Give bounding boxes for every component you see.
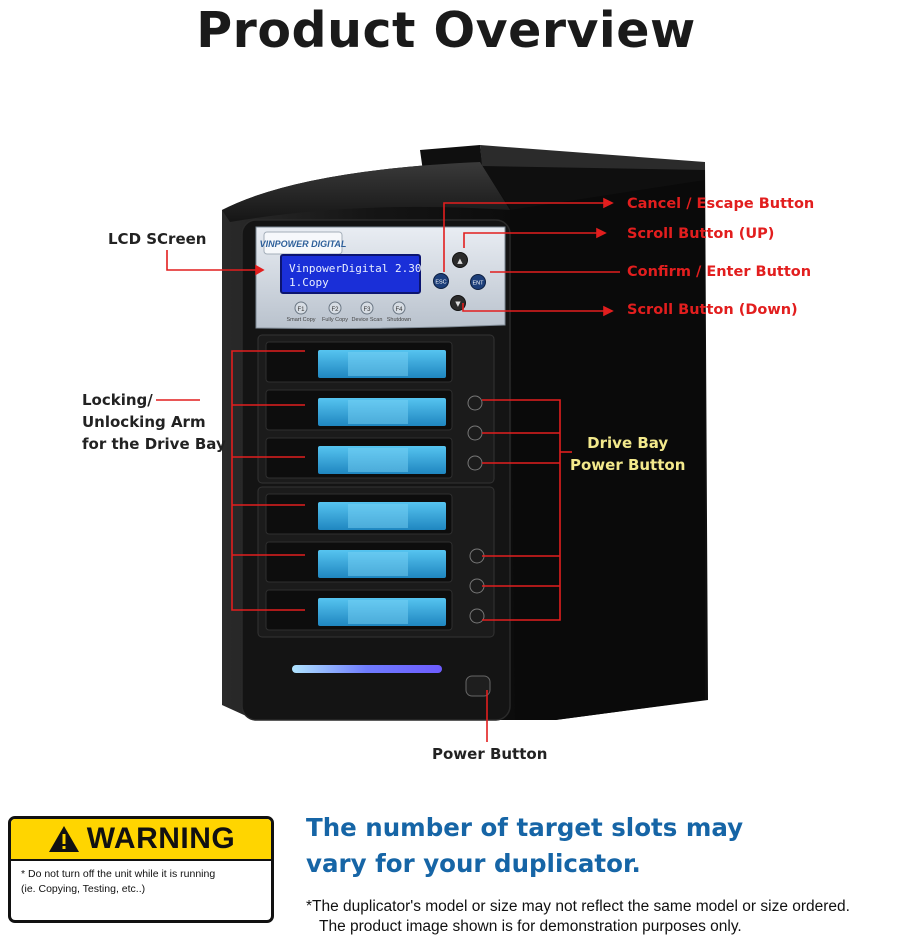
target-slots-line-1: The number of target slots may <box>306 813 744 842</box>
drive-bay-3 <box>265 437 483 479</box>
warning-line-1: * Do not turn off the unit while it is r… <box>21 868 216 880</box>
function-key-f1-id: F1 <box>297 307 305 313</box>
power-button-label: Power Button <box>432 745 548 763</box>
target-slots-note: The number of target slots may vary for … <box>306 810 746 882</box>
function-key-f2 <box>328 301 342 315</box>
scroll-up-button <box>452 252 468 268</box>
enter-button-label: ENT <box>473 281 485 287</box>
drive-bay-5 <box>265 541 485 583</box>
locking-arm-label-line-1: Locking/ <box>82 391 153 409</box>
lcd-line-2: 1.Copy <box>289 276 329 289</box>
scroll-up-icon: ▲ <box>457 257 463 265</box>
function-key-f1 <box>294 301 308 315</box>
main-power-button <box>465 675 491 697</box>
brand-logo-text: VINPOWER DIGITAL <box>260 239 347 249</box>
function-key-f4 <box>392 301 406 315</box>
esc-button-label: ESC <box>435 280 446 286</box>
locking-arm-label-line-3: for the Drive Bay <box>82 435 226 453</box>
drive-bay-5-power-button <box>469 578 485 594</box>
scroll-up-label: Scroll Button (UP) <box>627 226 775 242</box>
callout-lines <box>156 197 620 742</box>
drive-bay-6-power-button <box>469 608 485 624</box>
disclaimer: *The duplicator's model or size may not … <box>306 897 916 937</box>
drive-bay-power-label-line-1: Drive Bay <box>587 434 669 452</box>
drive-bay-3-power-button <box>467 455 483 471</box>
lcd-screen <box>280 254 421 294</box>
drive-bays <box>257 334 495 638</box>
disclaimer-line-2: The product image shown is for demonstra… <box>319 918 742 935</box>
lcd-line-1: VinpowerDigital 2.30 <box>289 262 421 275</box>
function-key-f2-label: Fully Copy <box>322 317 348 323</box>
drive-bay-power-label: Drive Bay Power Button <box>570 432 685 476</box>
drive-bay-2 <box>265 389 483 441</box>
warning-header: WARNING <box>11 819 271 861</box>
confirm-enter-label: Confirm / Enter Button <box>627 264 812 280</box>
drive-bay-power-label-line-2: Power Button <box>570 456 686 474</box>
duplicator-illustration: VINPOWER DIGITAL VinpowerDigital 2.30 1.… <box>156 145 708 742</box>
function-key-f1-label: Smart Copy <box>286 317 315 323</box>
function-key-f3 <box>360 301 374 315</box>
drive-bay-4-power-button <box>469 548 485 564</box>
cancel-escape-label: Cancel / Escape Button <box>627 196 815 212</box>
drive-bay-4 <box>265 493 453 535</box>
page-title: Product Overview <box>196 2 696 59</box>
drive-bay-6 <box>265 578 485 631</box>
warning-body: * Do not turn off the unit while it is r… <box>11 861 271 903</box>
drive-bay-1 <box>265 341 483 411</box>
warning-line-2: (ie. Copying, Testing, etc..) <box>21 883 146 895</box>
esc-button <box>433 273 449 289</box>
disclaimer-line-1: *The duplicator's model or size may not … <box>306 898 850 915</box>
lcd-screen-label: LCD SCreen <box>108 230 207 248</box>
function-key-f4-id: F4 <box>395 307 403 313</box>
function-key-f4-label: Shutdown <box>387 317 411 323</box>
warning-triangle-icon <box>48 826 79 852</box>
drive-bay-2-power-button <box>467 425 483 441</box>
locking-arm-label: Locking/ Unlocking Arm for the Drive Bay <box>82 389 226 455</box>
drive-bay-1-power-button <box>467 395 483 411</box>
warning-label: WARNING * Do not turn off the unit while… <box>8 816 274 923</box>
scroll-down-button <box>450 295 466 311</box>
status-led-strip <box>292 665 442 673</box>
target-slots-line-2: vary for your duplicator. <box>306 849 641 878</box>
scroll-down-label: Scroll Button (Down) <box>627 302 798 318</box>
warning-title: WARNING <box>86 822 236 855</box>
locking-arm-label-line-2: Unlocking Arm <box>82 413 206 431</box>
enter-button <box>470 274 486 290</box>
control-panel: VINPOWER DIGITAL VinpowerDigital 2.30 1.… <box>255 226 506 330</box>
scroll-down-icon: ▼ <box>455 300 461 308</box>
function-key-f3-id: F3 <box>363 307 371 313</box>
function-key-f2-id: F2 <box>331 307 339 313</box>
function-key-f3-label: Device Scan <box>352 317 383 323</box>
